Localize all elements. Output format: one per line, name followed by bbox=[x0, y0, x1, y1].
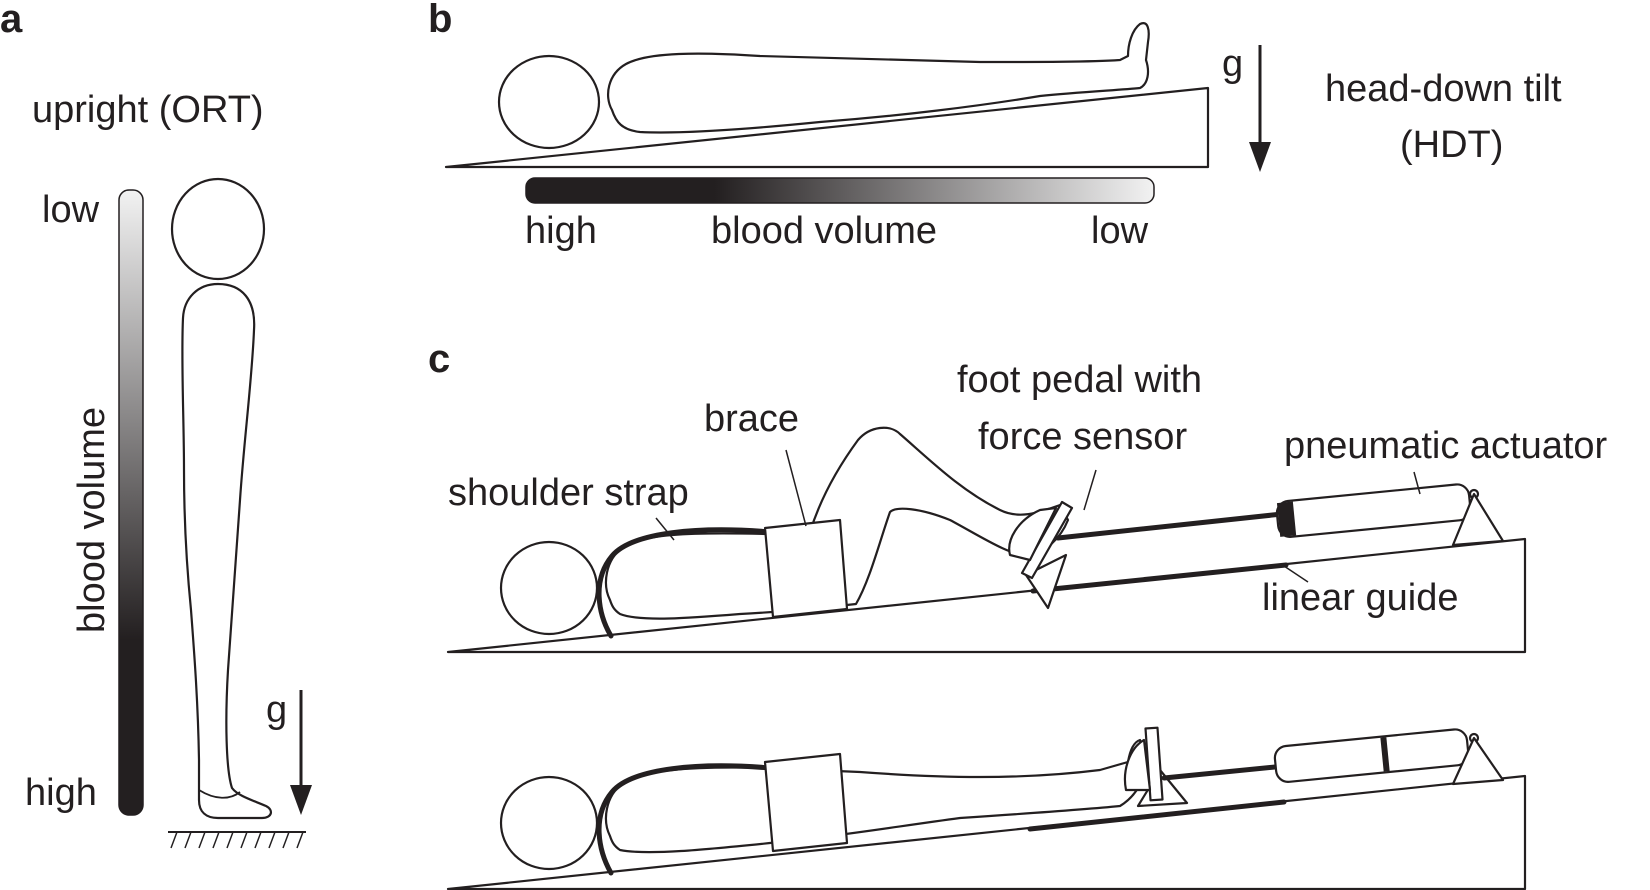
gravity-label-a: g bbox=[266, 689, 287, 731]
foot-pedal-label-line1: foot pedal with bbox=[957, 359, 1202, 401]
head-shape bbox=[170, 177, 266, 281]
linear-guide-rail-bottom bbox=[1027, 799, 1287, 832]
linear-guide-rail-top bbox=[1030, 562, 1289, 594]
actuator-mount-top bbox=[1451, 492, 1505, 547]
brace-top bbox=[763, 518, 849, 619]
blood-volume-gradient-bar-b bbox=[525, 177, 1155, 204]
leader-linear-guide bbox=[1283, 565, 1309, 583]
shoulder-strap-top bbox=[596, 527, 773, 639]
panel-c: c bbox=[428, 337, 1608, 890]
shoulder-strap-label: shoulder strap bbox=[448, 472, 689, 514]
pedal-support-top bbox=[1024, 553, 1068, 610]
scale-low-label-b: low bbox=[1091, 210, 1149, 252]
body-outline-b bbox=[607, 22, 1150, 134]
blood-volume-gradient-bar bbox=[118, 189, 144, 816]
gravity-arrow-a: g bbox=[266, 689, 312, 815]
leader-pneumatic-actuator bbox=[1413, 471, 1421, 495]
standing-person-figure bbox=[170, 177, 272, 820]
pedal-plate-top bbox=[1020, 500, 1074, 580]
scale-high-label-b: high bbox=[525, 210, 597, 252]
foot-pedal-bottom bbox=[1123, 726, 1189, 808]
blood-volume-label-b: blood volume bbox=[711, 210, 937, 252]
brace-label: brace bbox=[704, 398, 799, 440]
gravity-label-b: g bbox=[1222, 43, 1243, 85]
panel-a-title: upright (ORT) bbox=[32, 89, 264, 131]
foot-line bbox=[198, 789, 241, 799]
blood-volume-axis-label: blood volume bbox=[71, 407, 113, 633]
pneumatic-actuator-top bbox=[1275, 483, 1472, 538]
ground-hatch bbox=[168, 831, 306, 849]
apparatus-retracted bbox=[446, 726, 1527, 890]
lying-person-figure-b bbox=[497, 22, 1150, 150]
foot-top bbox=[1008, 506, 1058, 562]
scale-low-label: low bbox=[42, 189, 100, 231]
piston-rod-top bbox=[1055, 511, 1285, 541]
panel-b: b high blood volume low g head-down tilt… bbox=[428, 0, 1562, 252]
leader-shoulder-strap bbox=[655, 517, 675, 541]
scale-high-label: high bbox=[25, 772, 97, 814]
hdt-title-line2: (HDT) bbox=[1400, 124, 1503, 166]
head-shape-c-bottom bbox=[499, 775, 599, 871]
pneumatic-actuator-bottom bbox=[1273, 728, 1470, 783]
panel-a: a upright (ORT) low high blood volume bbox=[0, 0, 312, 849]
brace-bottom bbox=[763, 752, 849, 853]
pneumatic-actuator-label: pneumatic actuator bbox=[1284, 425, 1608, 467]
linear-guide-label: linear guide bbox=[1262, 577, 1458, 619]
panel-c-letter: c bbox=[428, 337, 450, 381]
panel-a-letter: a bbox=[0, 0, 23, 41]
head-shape-b bbox=[497, 54, 601, 150]
hdt-title-line1: head-down tilt bbox=[1325, 68, 1562, 110]
gravity-arrow-b: g bbox=[1222, 43, 1271, 172]
foot-pedal-top bbox=[1008, 500, 1074, 610]
leader-brace bbox=[785, 449, 807, 527]
actuator-mount-bottom bbox=[1451, 736, 1505, 786]
foot-pedal-label-line2: force sensor bbox=[978, 416, 1187, 458]
body-outline bbox=[181, 282, 272, 820]
shoulder-strap-bottom bbox=[596, 763, 773, 876]
foot-bottom bbox=[1123, 738, 1152, 792]
apparatus-extended bbox=[446, 426, 1527, 654]
leader-foot-pedal bbox=[1083, 469, 1097, 511]
panel-b-letter: b bbox=[428, 0, 452, 41]
head-shape-c-top bbox=[499, 540, 599, 636]
tilt-wedge-b bbox=[444, 86, 1210, 169]
